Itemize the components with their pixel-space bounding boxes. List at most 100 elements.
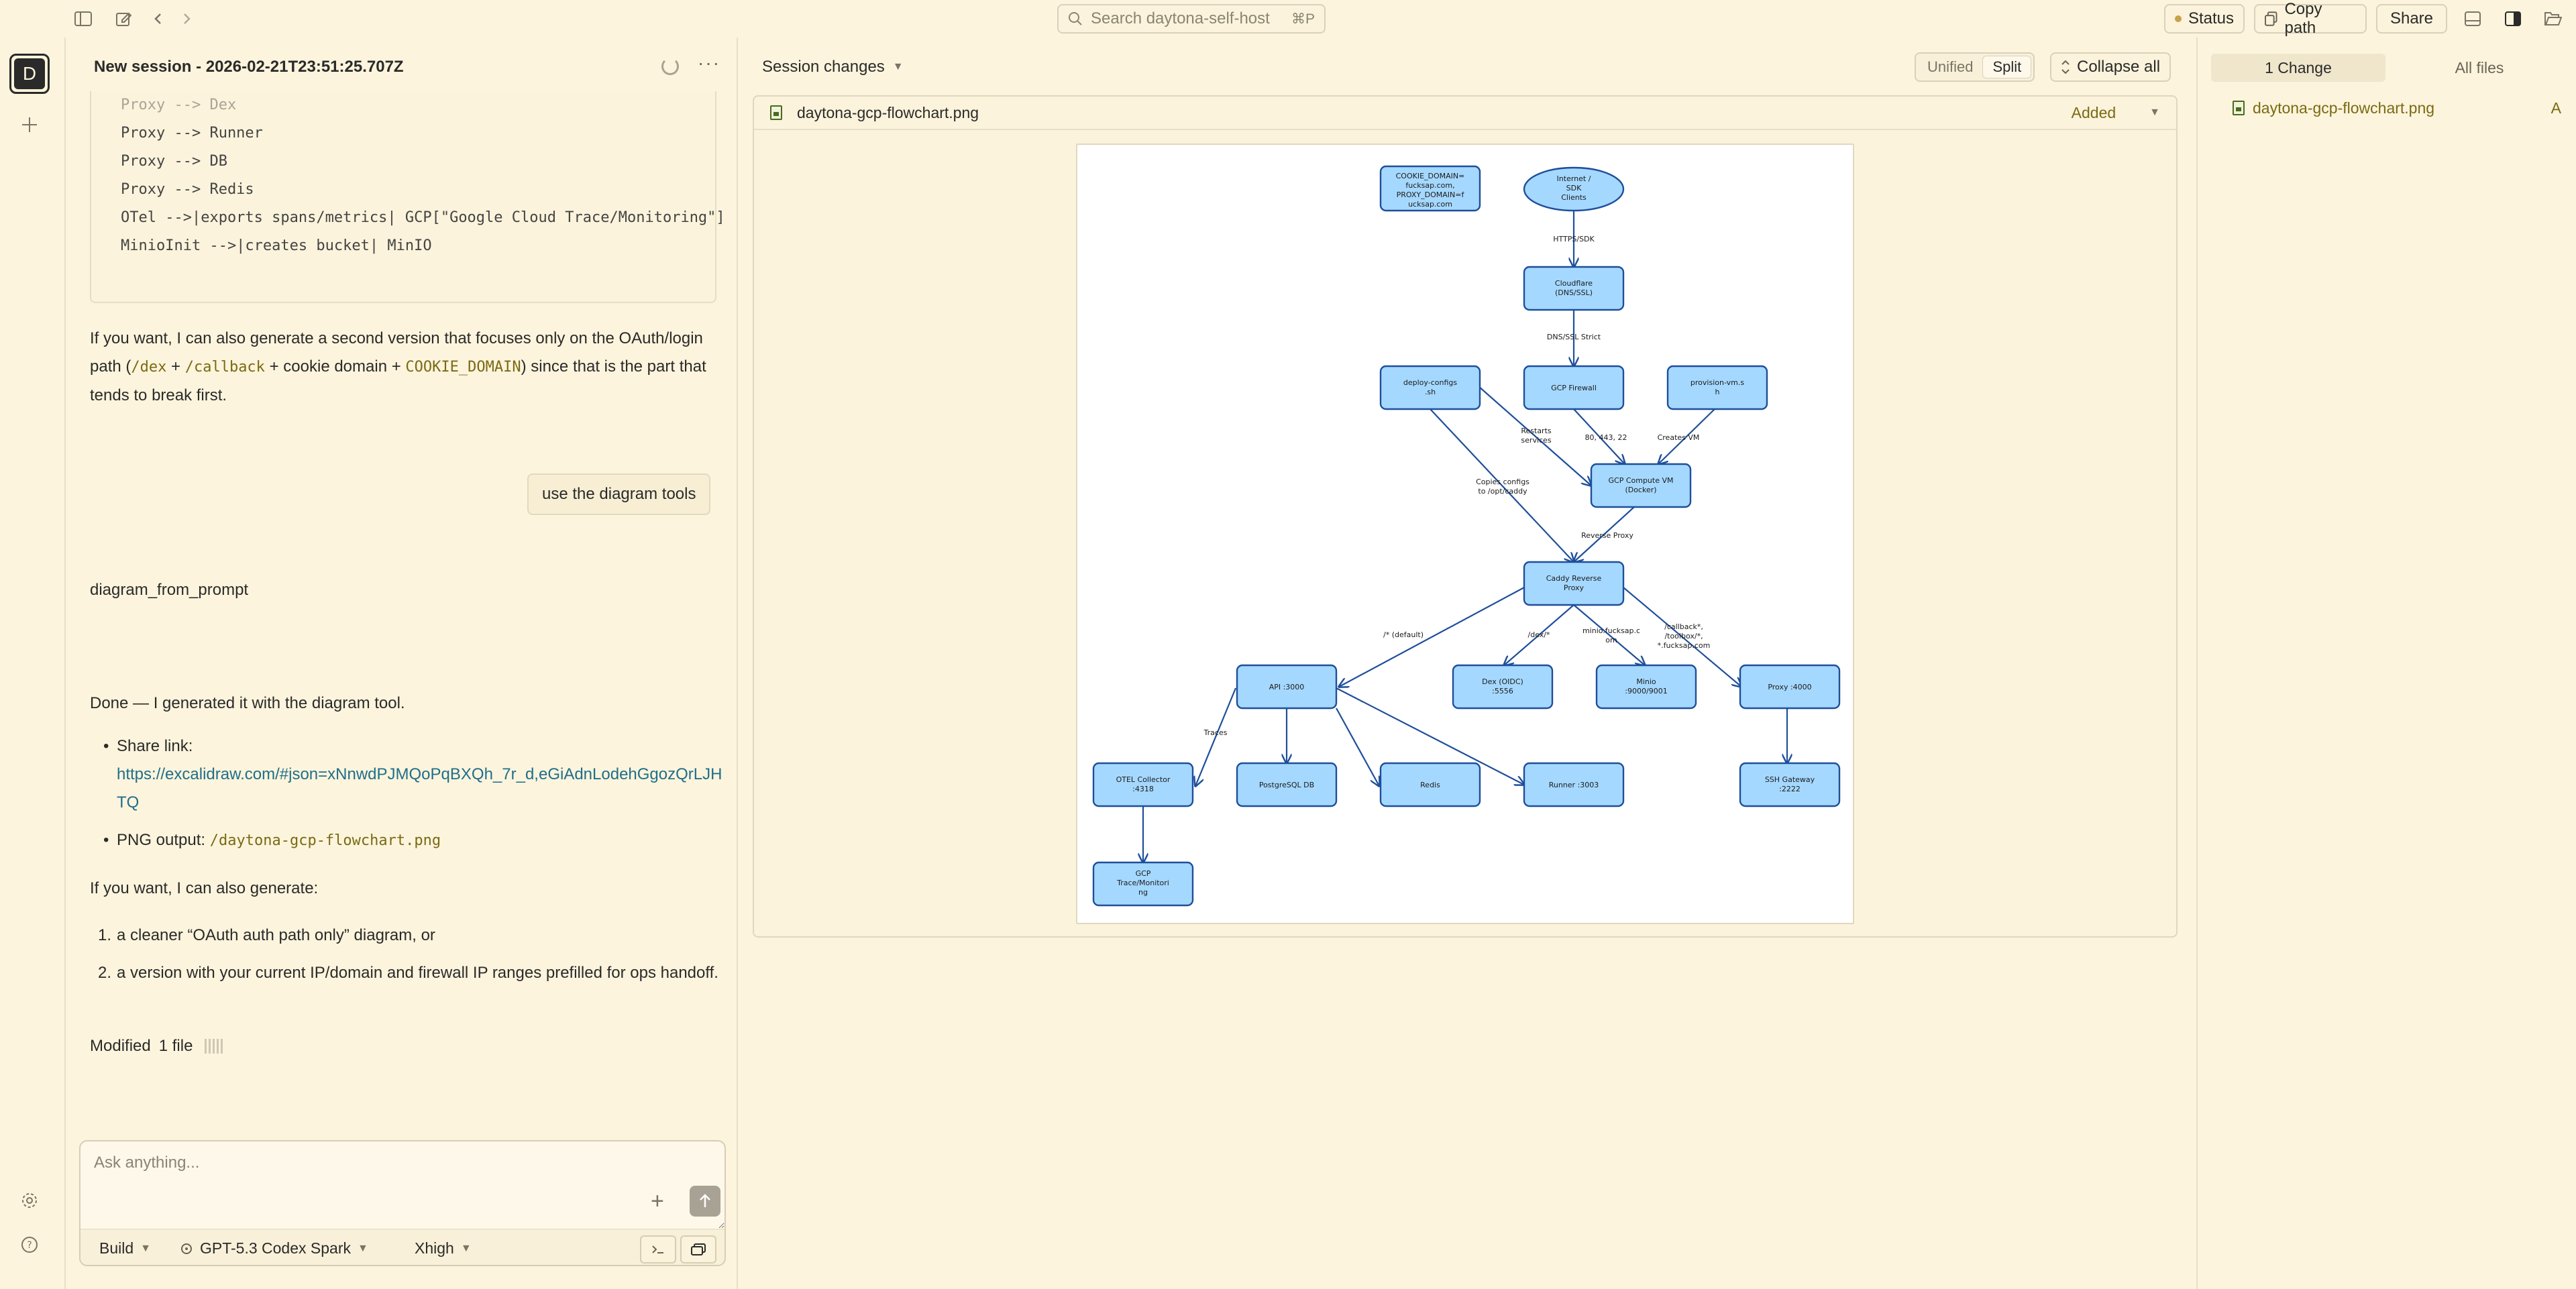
svg-text:SDK: SDK <box>1566 184 1582 192</box>
toggle-bottom-panel-icon[interactable] <box>2459 5 2486 32</box>
edge-label-copies-1: Copies configs <box>1476 478 1529 486</box>
chevron-down-icon: ▼ <box>140 1242 151 1254</box>
tab-all-files[interactable]: All files <box>2455 58 2504 76</box>
modified-files-summary[interactable]: Modified 1 file <box>90 1037 223 1056</box>
svg-text:Proxy: Proxy <box>1564 583 1585 592</box>
chevron-down-icon: ▼ <box>358 1242 368 1254</box>
chevron-down-icon[interactable]: ▼ <box>2149 107 2160 118</box>
file-diff-header[interactable]: daytona-gcp-flowchart.png Added ▼ <box>754 97 2176 130</box>
help-icon[interactable]: ? <box>16 1231 43 1258</box>
share-link[interactable]: https://excalidraw.com/#json=xNnwdPJMQoP… <box>117 765 722 811</box>
svg-text:Redis: Redis <box>1420 781 1440 789</box>
svg-text::5556: :5556 <box>1492 687 1513 695</box>
code-line: OTel -->|exports spans/metrics| GCP["Goo… <box>121 209 725 226</box>
model-icon <box>181 1243 192 1254</box>
svg-text:GCP Compute VM: GCP Compute VM <box>1608 476 1673 485</box>
edge-label-minio-1: minio.fucksap.c <box>1582 626 1640 635</box>
search-placeholder: Search daytona-self-host <box>1091 9 1270 27</box>
edge-label-creates: Creates VM <box>1658 433 1700 442</box>
code-block: Proxy --> Dex Proxy --> Runner Proxy -->… <box>90 91 725 303</box>
chat-panel: New session - 2026-02-21T23:51:25.707Z ·… <box>67 38 738 1289</box>
top-bar: Search daytona-self-host ⌘P Status Copy … <box>0 0 2576 38</box>
flowchart-image: HTTPS/SDK DNS/SSL Strict Restarts servic… <box>1076 144 1854 924</box>
session-changes-dropdown[interactable]: Session changes ▼ <box>762 58 904 76</box>
text-segment: + <box>166 357 185 376</box>
attach-plus-icon[interactable]: + <box>651 1188 664 1214</box>
option-text: a cleaner “OAuth auth path only” diagram… <box>117 926 435 944</box>
png-output-path[interactable]: /daytona-gcp-flowchart.png <box>209 832 441 849</box>
svg-text::4318: :4318 <box>1132 785 1154 793</box>
edge-label-callback-1: /callback*, <box>1664 622 1703 631</box>
changed-file-status: A <box>2551 99 2561 117</box>
copy-path-button[interactable]: Copy path <box>2254 0 2367 37</box>
terminal-button[interactable] <box>640 1235 676 1264</box>
settings-gear-icon[interactable] <box>16 1187 43 1214</box>
edge-caddy-dex <box>1504 604 1574 665</box>
session-menu-icon[interactable]: ··· <box>698 52 720 73</box>
svg-text:Cloudflare: Cloudflare <box>1555 279 1593 288</box>
file-diff-card: daytona-gcp-flowchart.png Added ▼ <box>753 95 2178 938</box>
done-paragraph: Done — I generated it with the diagram t… <box>90 694 405 712</box>
search-box[interactable]: Search daytona-self-host ⌘P <box>1057 4 1326 34</box>
new-session-icon[interactable] <box>110 5 137 32</box>
effort-select[interactable]: Xhigh▼ <box>415 1239 472 1257</box>
toggle-sidebar-icon[interactable] <box>70 5 97 32</box>
code-line: Proxy --> DB <box>121 153 227 170</box>
tab-changes[interactable]: 1 Change <box>2211 54 2385 82</box>
changed-file-item[interactable]: daytona-gcp-flowchart.png A <box>2233 95 2561 121</box>
project-avatar[interactable]: D <box>9 54 50 94</box>
chevron-down-icon: ▼ <box>460 1242 472 1254</box>
svg-text:(DNS/SSL): (DNS/SSL) <box>1555 288 1593 297</box>
svg-text:API :3000: API :3000 <box>1269 683 1305 691</box>
node-provision-vm: provision-vm.s h <box>1666 365 1768 410</box>
collapse-all-button[interactable]: Collapse all <box>2050 52 2171 82</box>
file-diff-status: Added <box>2071 103 2116 121</box>
back-icon[interactable] <box>145 5 172 32</box>
png-output-label: PNG output: <box>117 831 206 849</box>
node-postgres: PostgreSQL DB <box>1236 762 1338 807</box>
flowchart-diagram: HTTPS/SDK DNS/SSL Strict Restarts servic… <box>1092 165 1841 907</box>
svg-text:ng: ng <box>1138 888 1148 897</box>
node-runner: Runner :3003 <box>1523 762 1625 807</box>
mode-select[interactable]: Build ▼ <box>99 1239 151 1257</box>
session-changes-panel: Session changes ▼ Unified Split Collapse… <box>739 38 2195 1289</box>
review-button[interactable] <box>680 1235 716 1264</box>
option-text: a version with your current IP/domain an… <box>117 964 718 982</box>
open-folder-icon[interactable] <box>2540 5 2567 32</box>
loading-spinner-icon <box>661 58 679 75</box>
svg-text:PostgreSQL DB: PostgreSQL DB <box>1259 781 1314 789</box>
node-cookie-domain: COOKIE_DOMAIN= fucksap.com, PROXY_DOMAIN… <box>1379 165 1481 212</box>
terminal-icon <box>652 1245 663 1253</box>
edge-label-traces: Traces <box>1203 728 1228 737</box>
diff-view-toggle: Unified Split <box>1915 52 2035 82</box>
code-line: Proxy --> Dex <box>121 97 237 113</box>
model-label: GPT-5.3 Codex Spark <box>200 1239 351 1257</box>
status-label: Status <box>2188 9 2234 27</box>
tool-call-name[interactable]: diagram_from_prompt <box>90 581 249 599</box>
svg-text:SSH Gateway: SSH Gateway <box>1765 775 1815 784</box>
user-message: use the diagram tools <box>527 473 711 515</box>
toggle-right-panel-icon[interactable] <box>2500 5 2526 32</box>
node-otel: OTEL Collector :4318 <box>1092 762 1194 807</box>
list-item: PNG output: /daytona-gcp-flowchart.png <box>90 826 727 855</box>
add-project-icon[interactable] <box>16 111 43 138</box>
assistant-paragraph: If you want, I can also generate a secon… <box>90 325 720 410</box>
node-dex: Dex (OIDC) :5556 <box>1452 664 1554 710</box>
split-view-button[interactable]: Split <box>1982 56 2032 78</box>
share-button[interactable]: Share <box>2376 4 2447 34</box>
composer-footer: Build ▼ GPT-5.3 Codex Spark ▼ Xhigh▼ <box>80 1229 724 1265</box>
svg-text:OTEL Collector: OTEL Collector <box>1116 775 1171 784</box>
unified-view-button[interactable]: Unified <box>1927 58 1974 75</box>
send-button[interactable] <box>690 1186 720 1217</box>
share-link-label: Share link: <box>117 737 193 755</box>
mode-label: Build <box>99 1239 134 1257</box>
model-select[interactable]: GPT-5.3 Codex Spark ▼ <box>180 1239 368 1257</box>
prompt-input[interactable] <box>80 1141 724 1229</box>
inline-code: /callback <box>184 359 265 376</box>
svg-text:deploy-configs: deploy-configs <box>1403 378 1457 387</box>
edge-provision-vm <box>1658 408 1715 464</box>
forward-icon[interactable] <box>173 5 200 32</box>
edge-vm-caddy <box>1574 506 1635 562</box>
edge-caddy-proxy <box>1623 587 1741 687</box>
status-button[interactable]: Status <box>2164 4 2245 34</box>
